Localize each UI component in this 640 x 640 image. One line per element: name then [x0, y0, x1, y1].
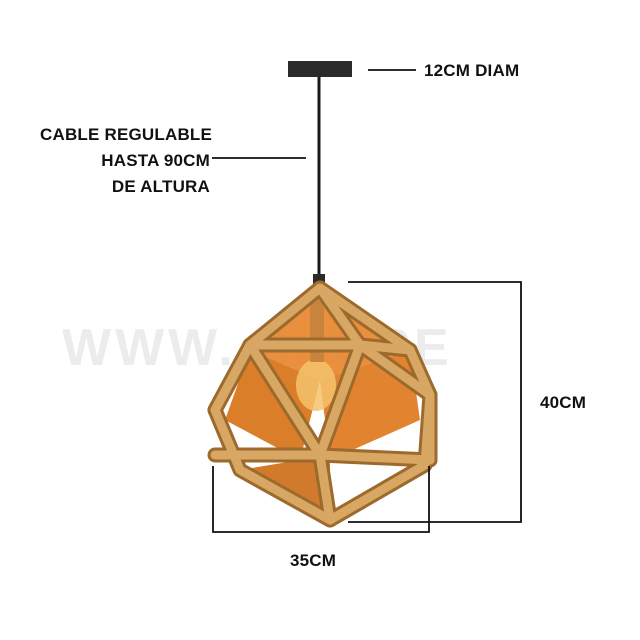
width-bracket: [212, 466, 430, 533]
height-bracket: [348, 281, 522, 523]
cable-connector: [313, 274, 325, 284]
dimension-lines: [212, 69, 522, 533]
height-label: 40CM: [540, 393, 587, 412]
cable-label-line-1: CABLE REGULABLE: [40, 125, 213, 144]
cable-length-label: CABLE REGULABLE HASTA 90CM DE ALTURA: [40, 122, 213, 200]
width-label: 35CM: [290, 551, 337, 570]
cable-label-line-3: DE ALTURA: [111, 177, 210, 196]
ceiling-canopy: [288, 61, 352, 77]
cable-label-line-2: HASTA 90CM: [101, 151, 210, 170]
wood-frame: [207, 280, 438, 528]
diameter-label: 12CM DIAM: [424, 61, 520, 80]
